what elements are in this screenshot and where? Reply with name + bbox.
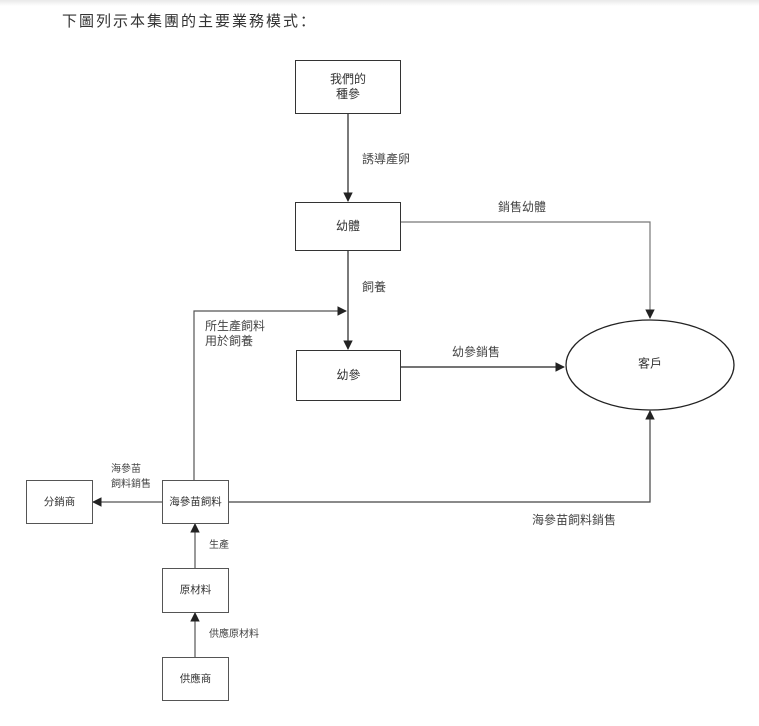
- our-broodstock-node: 我們的 種參: [295, 60, 401, 114]
- our-broodstock-line2: 種參: [335, 87, 360, 101]
- page-title: 下圖列示本集團的主要業務模式：: [62, 12, 318, 30]
- feed-sales-distributor-line2: 飼料銷售: [111, 479, 151, 490]
- seedling-feed-label: 海參苗飼料: [169, 495, 222, 508]
- supply-raw-materials-label: 供應原材料: [209, 629, 259, 640]
- induce-spawning-label: 誘導產卵: [362, 152, 411, 166]
- larvae-sales-label: 銷售幼體: [498, 200, 547, 214]
- edge-feed-for-breeding: [193, 306, 347, 480]
- raw-materials-label: 原材料: [179, 584, 212, 596]
- seedling-feed-node: 海參苗飼料: [162, 480, 229, 524]
- raw-materials-node: 原材料: [162, 568, 229, 613]
- feed-sales-customer-label: 海參苗飼料銷售: [532, 513, 617, 527]
- feed-for-breeding-line1: 所生產飼料: [205, 319, 266, 333]
- customers-node: [565, 319, 735, 411]
- suppliers-label: 供應商: [179, 672, 212, 685]
- juvenile-node: 幼參: [296, 350, 401, 401]
- larvae-node: 幼體: [295, 202, 401, 251]
- distributors-node: 分銷商: [26, 480, 93, 524]
- feed-sales-distributor-line1: 海參苗: [111, 464, 141, 475]
- juvenile-label: 幼參: [336, 368, 361, 382]
- edge-feed-sales-customer: [228, 410, 655, 503]
- top-shade: [0, 0, 759, 6]
- feed-for-breeding-line2: 用於飼養: [205, 334, 254, 348]
- customers-label: 客戶: [637, 356, 663, 371]
- feed-for-breeding-label: 所生產飼料 用於飼養: [205, 319, 265, 349]
- breeding-label: 飼養: [362, 280, 387, 294]
- juvenile-sales-label: 幼參銷售: [452, 345, 501, 359]
- feed-sales-distributor-label: 海參苗 飼料銷售: [111, 462, 151, 492]
- production-label: 生產: [209, 540, 229, 551]
- larvae-label: 幼體: [335, 219, 360, 233]
- distributors-label: 分銷商: [43, 495, 76, 508]
- edge-larvae-sales: [400, 221, 655, 319]
- our-broodstock-line1: 我們的: [329, 72, 366, 86]
- suppliers-node: 供應商: [162, 657, 229, 701]
